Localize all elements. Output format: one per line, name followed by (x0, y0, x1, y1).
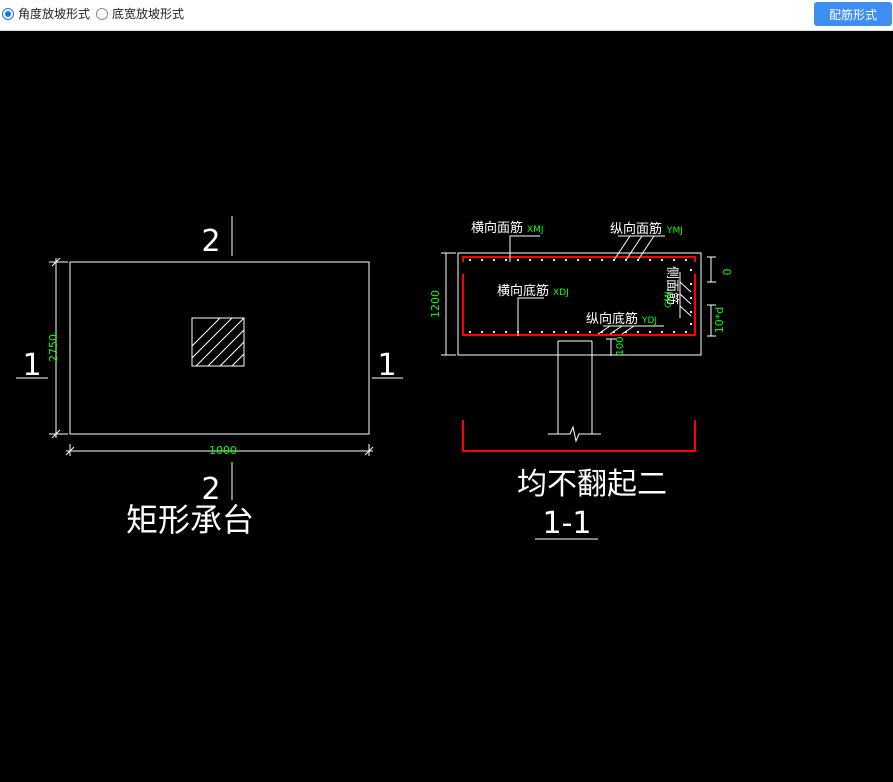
section-cap-outline (457, 252, 702, 356)
rebar-leaders (509, 235, 692, 336)
section-caption: 均不翻起二 (517, 467, 667, 502)
rebar-dots-side (689, 268, 693, 326)
column-hatch (192, 318, 244, 366)
label-bottom-transverse: 横向底筋 (497, 283, 549, 299)
code-bottom-transverse: XDJ (553, 288, 569, 298)
code-top-transverse: XMJ (527, 225, 544, 235)
rebar-form-button[interactable]: 配筋形式 (814, 2, 892, 26)
radio-width-slope[interactable]: 底宽放坡形式 (96, 5, 184, 22)
plan-height-dimension-text: 2750 (47, 334, 60, 362)
cad-drawing-canvas: 2 2 1 1 2750 1000 矩形承台 (16, 216, 733, 541)
rebar-cage-top (462, 256, 696, 262)
plan-height-dimension (49, 257, 68, 439)
radio-width-slope-label: 底宽放坡形式 (112, 7, 185, 21)
plan-width-dimension (65, 444, 374, 456)
code-side-rebar: CMJ (664, 291, 674, 308)
section-height-dimension (441, 252, 456, 356)
section-column (548, 340, 601, 443)
slope-mode-radio-group: 角度放坡形式 底宽放坡形式 (2, 5, 190, 22)
pile-cap-outline (69, 261, 370, 435)
radio-angle-slope[interactable]: 角度放坡形式 (2, 5, 90, 22)
label-top-transverse: 横向面筋 (471, 220, 523, 236)
radio-unchecked-icon[interactable] (96, 7, 109, 20)
plan-title: 矩形承台 (126, 501, 254, 539)
radio-checked-icon[interactable] (2, 7, 14, 20)
section-view: 横向面筋 XMJ 纵向面筋 YMJ 横向底筋 XDJ 纵向底筋 YDJ 侧面筋 … (429, 220, 733, 541)
rebar-dots-top (468, 258, 688, 262)
section-mark-1-right: 1 (377, 348, 396, 383)
section-mark-2-bottom: 2 (201, 472, 220, 507)
plan-view: 2 2 1 1 2750 1000 矩形承台 (16, 216, 403, 539)
section-title: 1-1 (543, 506, 592, 541)
section-mark-1-left: 1 (22, 348, 41, 383)
dim-embed-depth: 100 (615, 336, 626, 355)
section-mark-2-top: 2 (201, 224, 220, 259)
dim-cover-top: 0 (720, 269, 733, 276)
code-bottom-longitudinal: YDJ (641, 316, 657, 326)
dim-anchor-length: 10*d (713, 307, 726, 333)
section-height-dimension-text: 1200 (429, 290, 442, 318)
rebar-dots-bottom (468, 330, 688, 334)
section-right-dimensions (606, 256, 716, 356)
rebar-cage-main (462, 274, 696, 336)
radio-angle-slope-label: 角度放坡形式 (18, 7, 91, 21)
plan-width-dimension-text: 1000 (209, 444, 237, 457)
label-bottom-longitudinal: 纵向底筋 (586, 311, 638, 327)
code-top-longitudinal: YMJ (666, 226, 683, 236)
label-top-longitudinal: 纵向面筋 (610, 221, 662, 237)
label-side-rebar: 侧面筋 (664, 266, 680, 305)
toolbar: 角度放坡形式 底宽放坡形式 配筋形式 (0, 0, 893, 31)
rebar-cage-lower (462, 420, 696, 452)
